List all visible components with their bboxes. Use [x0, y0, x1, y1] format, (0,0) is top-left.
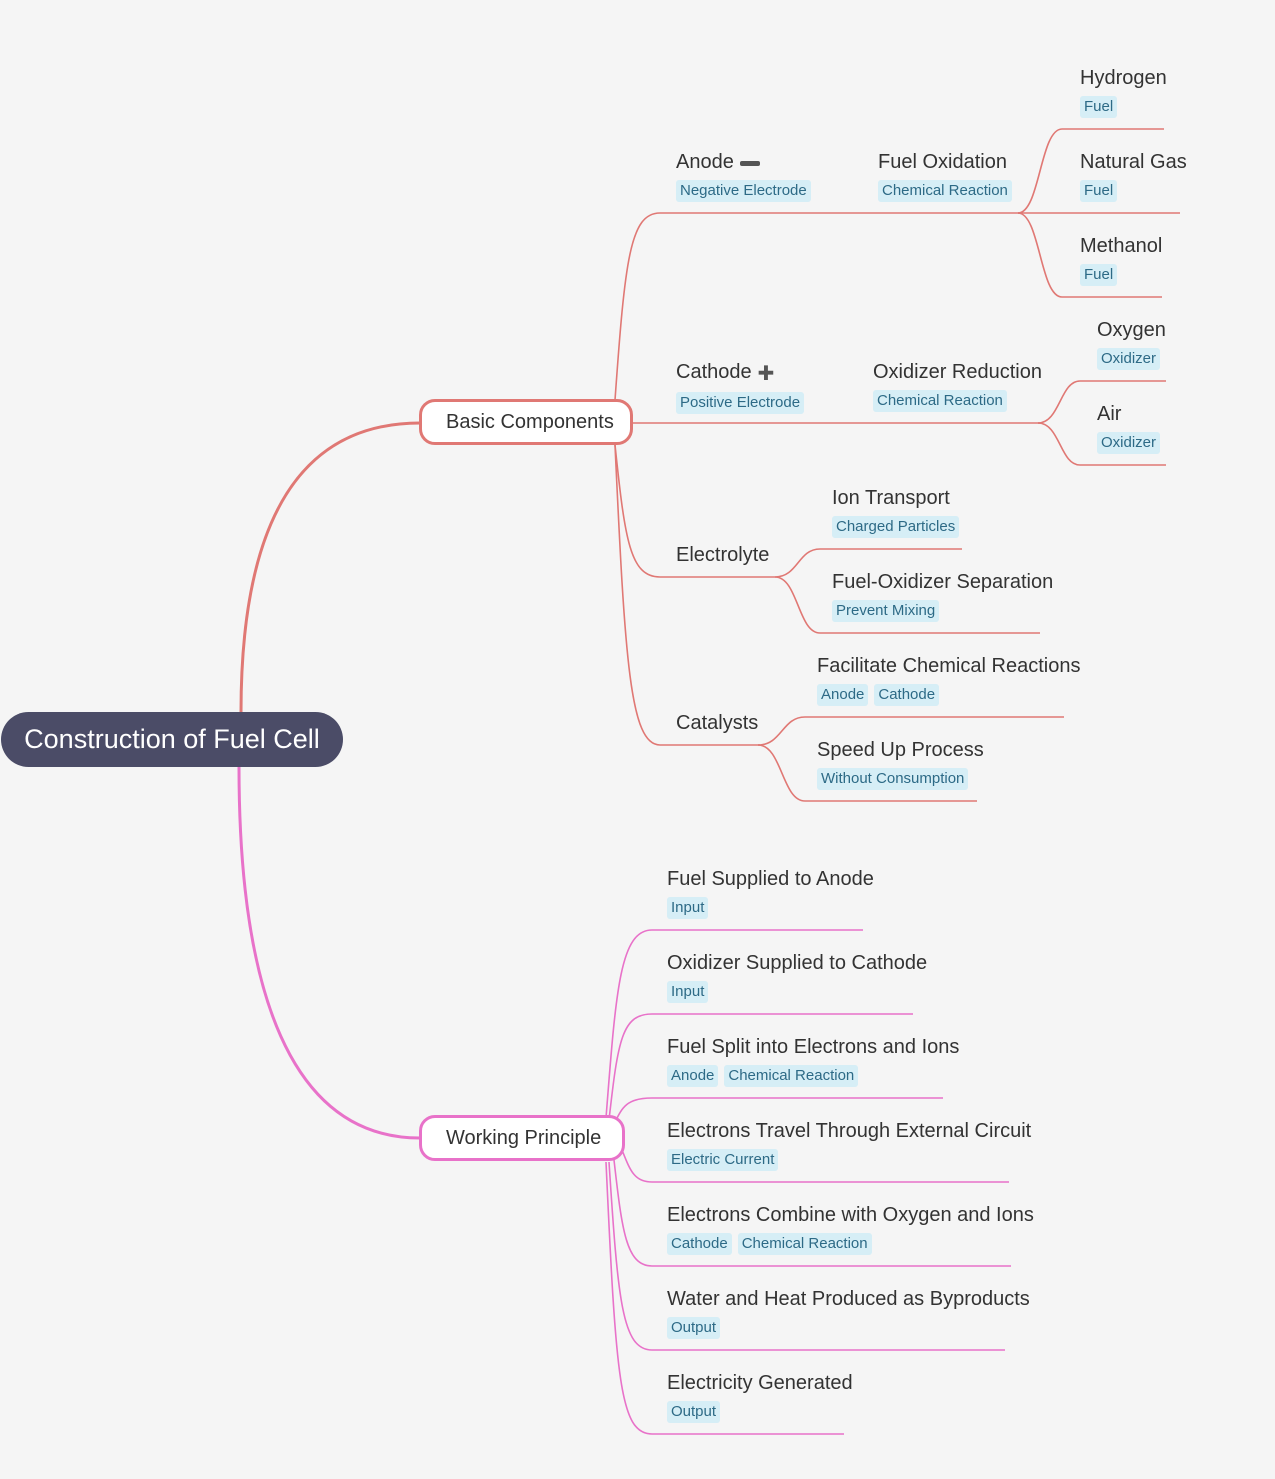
tag: Fuel	[1080, 180, 1118, 202]
tag: Anode	[667, 1065, 719, 1087]
tag: Anode	[817, 684, 869, 706]
tag: Charged Particles	[832, 516, 960, 538]
topic-cathode[interactable]: Cathode✚ Positive Electrode	[676, 360, 810, 414]
tag: Prevent Mixing	[832, 600, 940, 622]
tag: Cathode	[667, 1233, 732, 1255]
topic-label: Catalysts	[676, 712, 759, 734]
tag: Chemical Reaction	[878, 180, 1012, 202]
topic-label: Fuel-Oxidizer Separation	[832, 571, 1054, 593]
tag: Chemical Reaction	[873, 390, 1007, 412]
topic-label: Oxygen	[1097, 319, 1166, 341]
topic-label: Fuel Supplied to Anode	[667, 868, 874, 890]
tag: Oxidizer	[1097, 432, 1161, 454]
topic-label: Hydrogen	[1080, 67, 1167, 89]
topic-label: Electrolyte	[676, 544, 770, 566]
tag: Negative Electrode	[676, 180, 811, 202]
topic-label: Fuel Split into Electrons and Ions	[667, 1036, 960, 1058]
topic-label: Oxidizer Reduction	[873, 361, 1042, 383]
topic-label: Speed Up Process	[817, 739, 984, 761]
root-link-basic-components	[239, 421, 421, 713]
topic-speed-up-process[interactable]: Speed Up Process Without Consumption	[817, 738, 984, 790]
tag: Chemical Reaction	[724, 1065, 859, 1087]
topic-electrons-travel[interactable]: Electrons Travel Through External Circui…	[667, 1119, 1031, 1171]
topic-label: Natural Gas	[1080, 151, 1187, 173]
topic-label: Methanol	[1080, 235, 1163, 257]
root-link-working-principle	[237, 766, 421, 1140]
topic-label: Electrons Combine with Oxygen and Ions	[667, 1204, 1034, 1226]
topic-fuel-supplied-to-anode[interactable]: Fuel Supplied to Anode Input	[667, 867, 874, 919]
topic-oxidizer-supplied-to-cathode[interactable]: Oxidizer Supplied to Cathode Input	[667, 951, 927, 1003]
topic-electrolyte[interactable]: Electrolyte	[676, 543, 769, 567]
tag: Fuel	[1080, 264, 1118, 286]
topic-label: Water and Heat Produced as Byproducts	[667, 1288, 1030, 1310]
topic-label: Anode	[676, 151, 734, 173]
topic-water-and-heat[interactable]: Water and Heat Produced as Byproducts Ou…	[667, 1287, 1030, 1339]
topic-electrons-combine[interactable]: Electrons Combine with Oxygen and Ions C…	[667, 1203, 1034, 1255]
topic-label: Air	[1097, 403, 1122, 425]
tag: Input	[667, 981, 709, 1003]
tag: Output	[667, 1317, 721, 1339]
tag: Positive Electrode	[676, 391, 805, 414]
topic-air[interactable]: Air Oxidizer	[1097, 402, 1166, 454]
basic-components-links	[614, 128, 1180, 802]
topic-hydrogen[interactable]: Hydrogen Fuel	[1080, 66, 1167, 118]
plus-icon: ✚	[757, 362, 775, 385]
branch-working-principle[interactable]: Working Principle	[419, 1115, 625, 1161]
topic-fuel-oxidizer-separation[interactable]: Fuel-Oxidizer Separation Prevent Mixing	[832, 570, 1053, 622]
topic-label: Cathode	[676, 361, 752, 383]
topic-fuel-split[interactable]: Fuel Split into Electrons and Ions Anode…	[667, 1035, 959, 1087]
tag: Cathode	[874, 684, 940, 706]
root-topic[interactable]: Construction of Fuel Cell	[1, 712, 343, 767]
topic-label: Fuel Oxidation	[878, 151, 1007, 173]
topic-label: Ion Transport	[832, 487, 950, 509]
minus-icon	[739, 161, 760, 167]
tag: Output	[667, 1401, 721, 1423]
branch-basic-components[interactable]: Basic Components	[419, 399, 633, 445]
topic-catalysts[interactable]: Catalysts	[676, 711, 758, 735]
tag: Fuel	[1080, 96, 1118, 118]
working-principle-links	[605, 929, 1011, 1435]
topic-label: Oxidizer Supplied to Cathode	[667, 952, 928, 974]
tag: Oxidizer	[1097, 348, 1161, 370]
topic-label: Electricity Generated	[667, 1372, 853, 1394]
tag: Without Consumption	[817, 768, 969, 790]
topic-ion-transport[interactable]: Ion Transport Charged Particles	[832, 486, 965, 538]
topic-anode[interactable]: Anode Negative Electrode	[676, 150, 817, 202]
topic-natural-gas[interactable]: Natural Gas Fuel	[1080, 150, 1187, 202]
topic-label: Facilitate Chemical Reactions	[817, 655, 1081, 677]
topic-oxidizer-reduction[interactable]: Oxidizer Reduction Chemical Reaction	[873, 360, 1042, 412]
tag: Chemical Reaction	[737, 1233, 872, 1255]
topic-electricity-generated[interactable]: Electricity Generated Output	[667, 1371, 853, 1423]
topic-methanol[interactable]: Methanol Fuel	[1080, 234, 1162, 286]
tag: Electric Current	[667, 1149, 779, 1171]
topic-oxygen[interactable]: Oxygen Oxidizer	[1097, 318, 1166, 370]
tag: Input	[667, 897, 709, 919]
topic-label: Electrons Travel Through External Circui…	[667, 1120, 1032, 1142]
topic-fuel-oxidation[interactable]: Fuel Oxidation Chemical Reaction	[878, 150, 1018, 202]
